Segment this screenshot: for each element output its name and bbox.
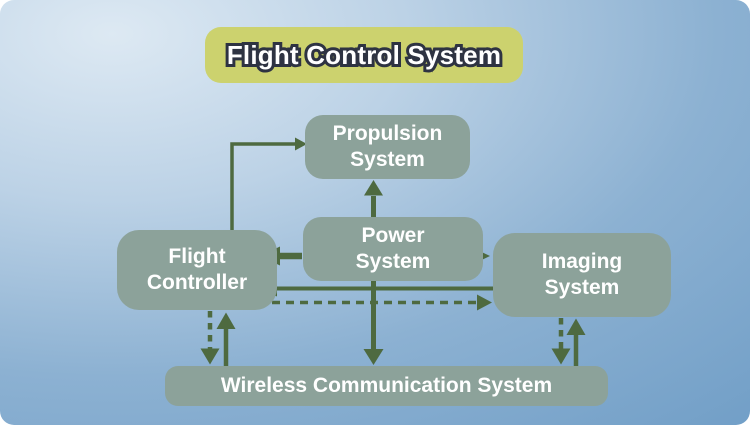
edge-flightcontroller-to-imaging xyxy=(258,294,492,311)
node-flight-controller: Flight Controller xyxy=(117,230,277,310)
edge-wireless-to-flightcontroller xyxy=(216,312,236,368)
node-imaging-label: Imaging System xyxy=(541,250,623,299)
diagram-title: Flight Control System Flight Control Sys… xyxy=(205,27,523,83)
node-wireless-communication-system: Wireless Communication System xyxy=(165,366,608,406)
edge-power-to-propulsion xyxy=(364,180,383,217)
edge-imaging-to-wireless xyxy=(551,318,571,365)
edge-power-to-wireless xyxy=(363,281,384,365)
node-propulsion-system: Propulsion System xyxy=(305,115,470,179)
node-propulsion-label: Propulsion System xyxy=(332,122,443,171)
edge-flightcontroller-to-propulsion xyxy=(230,137,307,230)
node-wireless-label: Wireless Communication System xyxy=(220,374,553,398)
node-imaging-system: Imaging System xyxy=(493,233,671,317)
edge-flightcontroller-to-wireless xyxy=(200,311,220,365)
node-flight-controller-label: Flight Controller xyxy=(146,245,248,294)
node-power-system: Power System xyxy=(303,217,483,281)
edge-wireless-to-imaging xyxy=(566,318,586,368)
diagram-title-text: Flight Control System Flight Control Sys… xyxy=(224,37,504,73)
node-power-label: Power System xyxy=(355,224,431,273)
